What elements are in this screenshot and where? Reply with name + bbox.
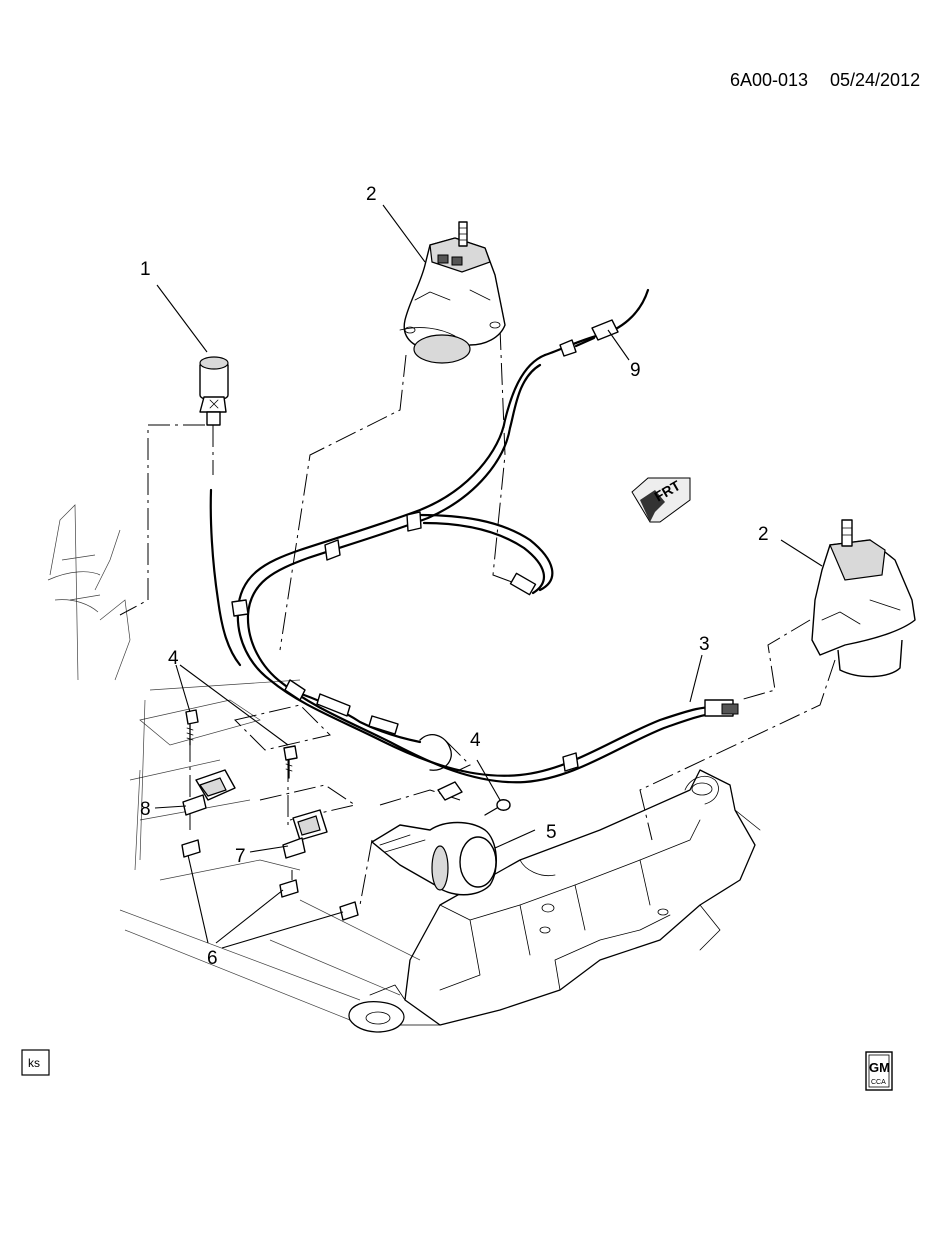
part-2-engine-mount-lower bbox=[811, 519, 916, 678]
gm-logo: GM CCA bbox=[865, 1051, 893, 1091]
part-1-vacuum-valve bbox=[199, 356, 242, 667]
callout-8: 8 bbox=[140, 799, 151, 820]
callout-4-left: 4 bbox=[168, 648, 179, 669]
gm-logo-top: GM bbox=[869, 1060, 890, 1075]
part-3-vacuum-hose bbox=[231, 288, 739, 784]
callout-numbers: 1 2 2 3 4 4 5 6 7 8 9 bbox=[140, 184, 769, 969]
callout-7: 7 bbox=[235, 846, 246, 867]
vehicle-frame bbox=[47, 504, 761, 1033]
callout-leaders bbox=[154, 204, 823, 949]
part-8-solenoid bbox=[182, 769, 236, 816]
callout-2-lower: 2 bbox=[758, 524, 769, 545]
callout-1: 1 bbox=[140, 259, 151, 280]
diagram-code: 6A00-013 bbox=[730, 70, 808, 90]
front-arrow-icon: FRT bbox=[631, 477, 691, 523]
part-5-actuator bbox=[371, 781, 498, 896]
gm-logo-bottom: CCA bbox=[871, 1079, 886, 1086]
callout-3: 3 bbox=[699, 634, 710, 655]
callout-6: 6 bbox=[207, 948, 218, 969]
callout-2-upper: 2 bbox=[366, 184, 377, 205]
reference-lines bbox=[119, 327, 836, 906]
part-4-bolts bbox=[185, 709, 511, 816]
part-9-hose-fitting bbox=[559, 319, 619, 357]
part-6-clips bbox=[181, 839, 359, 921]
part-7-solenoid bbox=[282, 809, 328, 859]
callout-5: 5 bbox=[546, 822, 557, 843]
initials-box: ks bbox=[21, 1049, 50, 1076]
callout-4-right: 4 bbox=[470, 730, 481, 751]
callout-9: 9 bbox=[630, 360, 641, 381]
initials-text: ks bbox=[28, 1056, 40, 1070]
diagram-date: 05/24/2012 bbox=[830, 70, 920, 90]
part-2-engine-mount-upper bbox=[399, 221, 506, 364]
